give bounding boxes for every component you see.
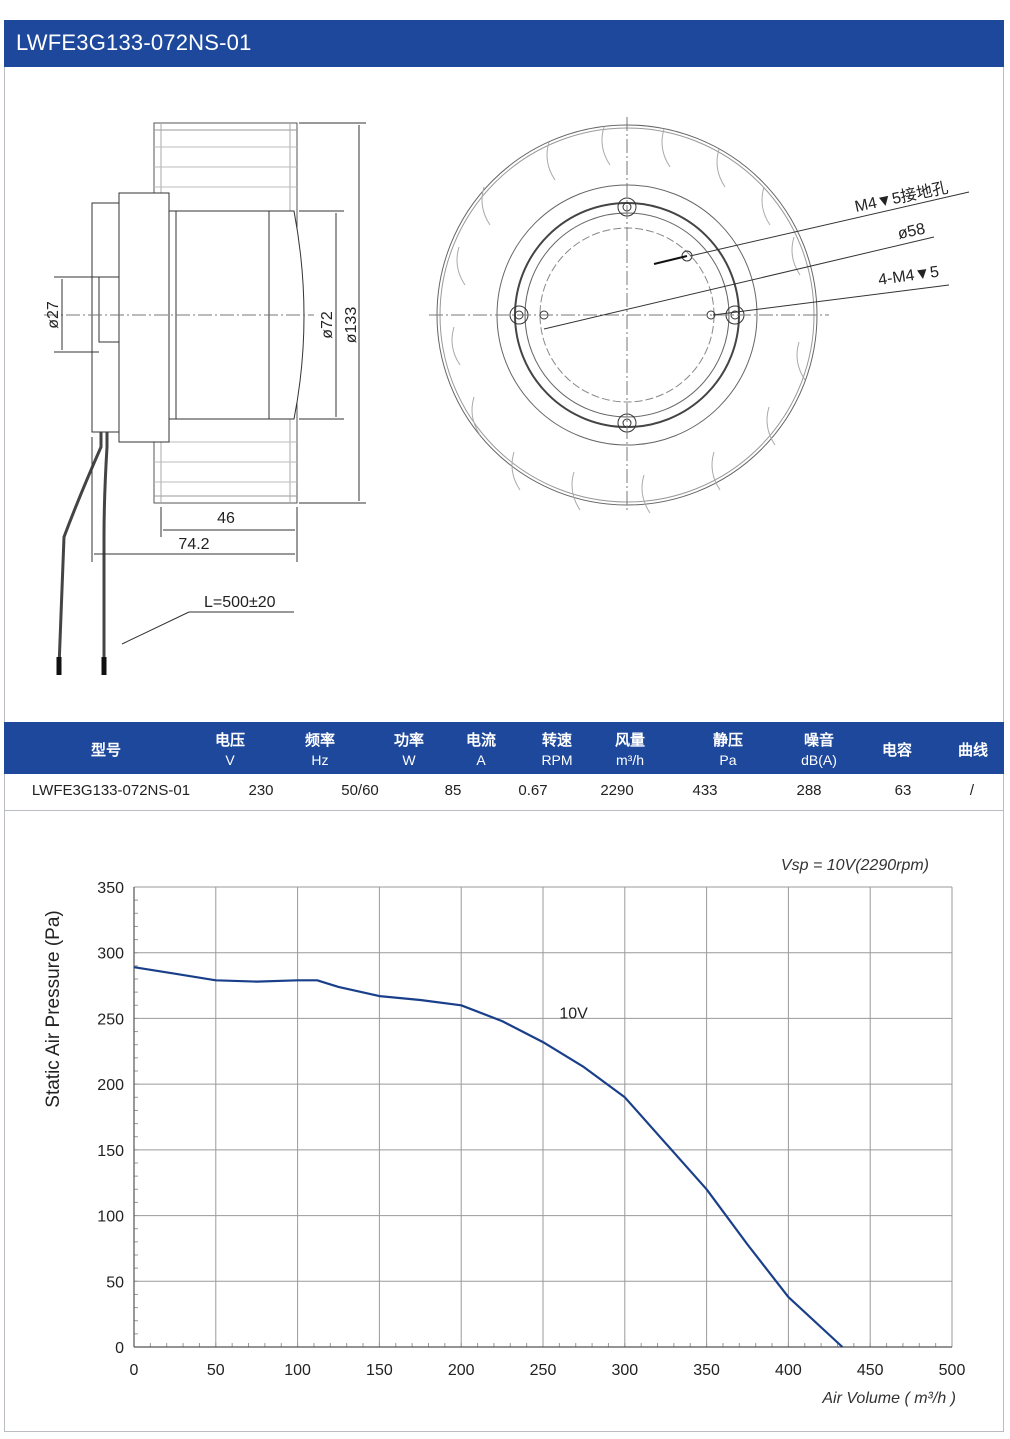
x-tick-label: 150 xyxy=(366,1362,393,1379)
cell-model: LWFE3G133-072NS-01 xyxy=(31,782,191,799)
y-tick-label: 200 xyxy=(97,1077,124,1094)
dim-depth-74: 74.2 xyxy=(178,536,209,553)
spec-table-row: LWFE3G133-072NS-01 230 50/60 85 0.67 229… xyxy=(4,774,1004,811)
cell-current: 0.67 xyxy=(518,782,548,799)
series-line-10V xyxy=(133,966,844,1348)
col-header-model: 型号 xyxy=(90,741,122,759)
col-header-capacitor: 电容 xyxy=(881,741,913,759)
y-tick-label: 150 xyxy=(97,1143,124,1160)
x-tick-label: 0 xyxy=(130,1362,139,1379)
x-tick-label: 250 xyxy=(530,1362,557,1379)
x-axis-label: Air Volume ( m³/h ) xyxy=(821,1390,956,1407)
y-tick-label: 100 xyxy=(97,1209,124,1226)
cell-power: 85 xyxy=(444,782,462,799)
drawing-svg: ø133 ø72 ø27 46 74.2 L=500±20 M4▼5接地孔 ø5… xyxy=(44,117,970,675)
dimension-lines xyxy=(54,122,366,645)
chart-svg: Vsp = 10V(2290rpm) Static Air Pressure (… xyxy=(43,857,966,1407)
label-holes: 4-M4▼5 xyxy=(877,264,940,289)
x-tick-label: 200 xyxy=(448,1362,475,1379)
dim-cable-length: L=500±20 xyxy=(204,594,276,611)
label-bolt-circle: ø58 xyxy=(896,221,927,243)
cell-pressure: 288 xyxy=(796,782,822,799)
cell-frequency: 50/60 xyxy=(341,782,379,799)
performance-chart: Vsp = 10V(2290rpm) Static Air Pressure (… xyxy=(4,812,1004,1432)
cell-speed: 2290 xyxy=(600,782,634,799)
x-tick-label: 450 xyxy=(857,1362,884,1379)
dim-depth-46: 46 xyxy=(217,510,235,527)
cell-capacitor: / xyxy=(969,782,975,799)
col-header-curve: 曲线 xyxy=(957,741,989,759)
front-view xyxy=(429,117,970,514)
cell-voltage: 230 xyxy=(248,782,274,799)
title-bar: LWFE3G133-072NS-01 xyxy=(4,20,1004,67)
y-tick-label: 300 xyxy=(97,946,124,963)
x-tick-label: 350 xyxy=(693,1362,720,1379)
dim-motor-dia: ø72 xyxy=(319,311,336,339)
side-view xyxy=(44,122,314,675)
x-tick-label: 400 xyxy=(775,1362,802,1379)
dim-hub-dia: ø27 xyxy=(45,301,62,329)
x-tick-label: 500 xyxy=(939,1362,966,1379)
cell-airflow: 433 xyxy=(692,782,718,799)
y-axis-label: Static Air Pressure (Pa) xyxy=(43,910,64,1107)
y-tick-label: 250 xyxy=(97,1011,124,1028)
x-tick-label: 100 xyxy=(284,1362,311,1379)
series-label: 10V xyxy=(559,1005,588,1022)
chart-title: Vsp = 10V(2290rpm) xyxy=(781,857,929,874)
model-title: LWFE3G133-072NS-01 xyxy=(16,30,252,55)
cell-noise: 63 xyxy=(894,782,912,799)
technical-drawing: ø133 ø72 ø27 46 74.2 L=500±20 M4▼5接地孔 ø5… xyxy=(4,67,1004,720)
x-tick-label: 300 xyxy=(611,1362,638,1379)
y-tick-label: 0 xyxy=(115,1340,124,1357)
dim-side-height: ø133 xyxy=(343,307,360,344)
x-tick-label: 50 xyxy=(207,1362,225,1379)
y-tick-label: 350 xyxy=(97,880,124,897)
y-tick-label: 50 xyxy=(106,1274,124,1291)
label-ground-hole: M4▼5接地孔 xyxy=(853,179,950,216)
